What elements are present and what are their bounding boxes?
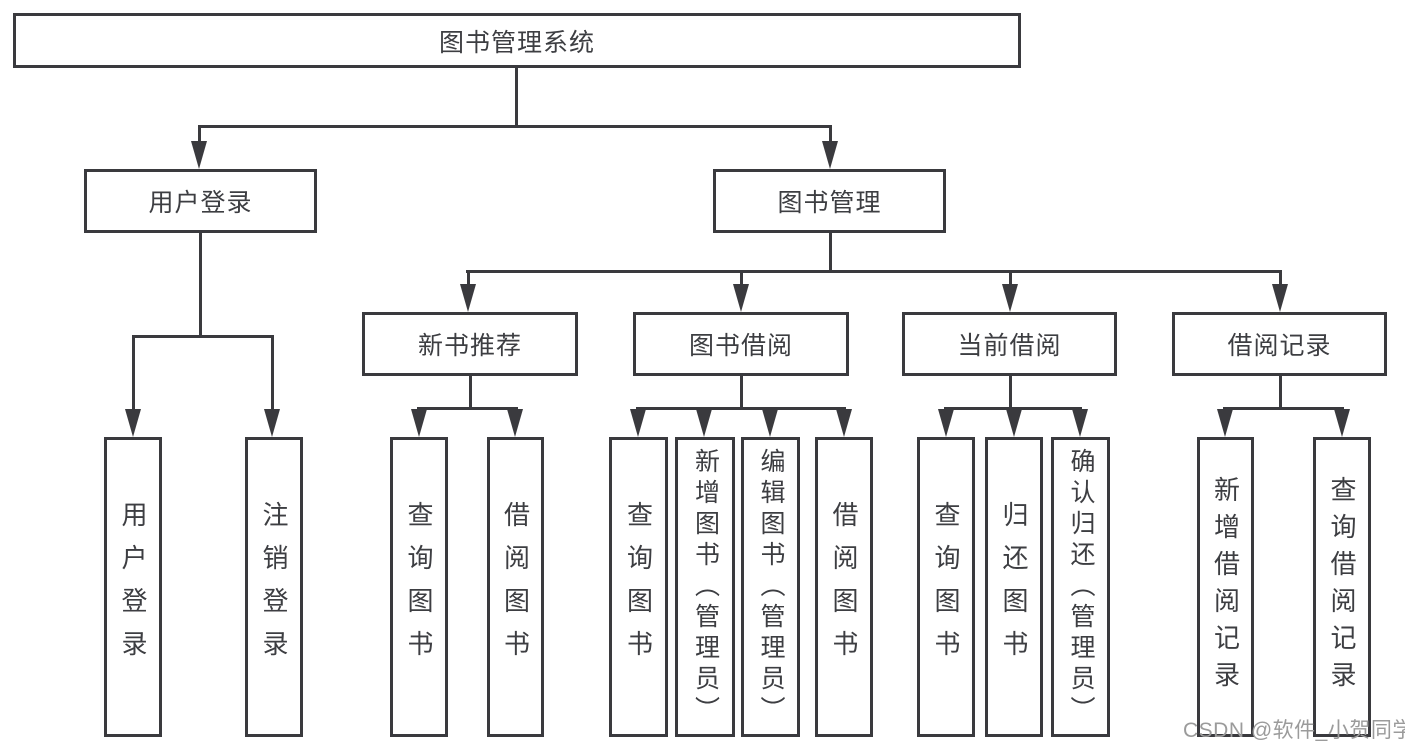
leaf-add-book-admin-label: 新增图书（管理员） bbox=[691, 447, 720, 727]
leaf-user-login: 用户登录 bbox=[104, 437, 162, 737]
node-library-system: 图书管理系统 bbox=[13, 13, 1021, 68]
node-library-system-label: 图书管理系统 bbox=[438, 28, 595, 57]
connector-l2-right-stem bbox=[829, 125, 832, 145]
connector-l3-bar bbox=[466, 270, 1282, 273]
connector-currentborrow-bar bbox=[944, 407, 1082, 410]
leaf-edit-book-admin: 编辑图书（管理员） bbox=[741, 437, 800, 737]
arrowhead-borrow-records bbox=[1272, 284, 1288, 312]
leaf-confirm-return-admin-label: 确认归还（管理员） bbox=[1067, 447, 1095, 727]
connector-l2-bar bbox=[198, 125, 832, 128]
connector-bookborrow-bar bbox=[636, 407, 846, 410]
node-current-borrow: 当前借阅 bbox=[902, 312, 1117, 376]
leaf-borrow-books-2: 借阅图书 bbox=[815, 437, 873, 737]
connector-currentborrow-stem bbox=[1009, 376, 1012, 409]
connector-userlogin-left-stem bbox=[132, 335, 135, 411]
connector-newbook-stem bbox=[469, 376, 472, 409]
arrowhead-query-books-2 bbox=[630, 409, 646, 437]
arrowhead-query-books-3 bbox=[938, 409, 954, 437]
leaf-query-borrow-record-label: 查询借阅记录 bbox=[1327, 476, 1357, 698]
arrowhead-book-borrow bbox=[733, 284, 749, 312]
node-borrow-records-label: 借阅记录 bbox=[1227, 332, 1332, 360]
node-new-book-recommend-label: 新书推荐 bbox=[417, 332, 522, 360]
leaf-borrow-books-2-label: 借阅图书 bbox=[829, 501, 859, 673]
connector-bookborrow-stem bbox=[740, 376, 743, 409]
node-user-login: 用户登录 bbox=[84, 169, 317, 233]
arrowhead-borrow-books-2 bbox=[836, 409, 852, 437]
arrowhead-query-books-1 bbox=[411, 409, 427, 437]
arrowhead-current-borrow bbox=[1002, 284, 1018, 312]
connector-l2-left-stem bbox=[198, 125, 201, 145]
node-borrow-records: 借阅记录 bbox=[1172, 312, 1387, 376]
leaf-logout: 注销登录 bbox=[245, 437, 303, 737]
connector-records-stem bbox=[1279, 376, 1282, 409]
node-new-book-recommend: 新书推荐 bbox=[362, 312, 578, 376]
arrowhead-edit-book bbox=[762, 409, 778, 437]
leaf-add-book-admin: 新增图书（管理员） bbox=[675, 437, 735, 737]
arrowhead-query-borrow-record bbox=[1334, 409, 1350, 437]
leaf-query-books-1: 查询图书 bbox=[390, 437, 448, 737]
arrowhead-borrow-books-1 bbox=[507, 409, 523, 437]
leaf-edit-book-admin-label: 编辑图书（管理员） bbox=[757, 447, 785, 727]
leaf-logout-label: 注销登录 bbox=[259, 501, 289, 673]
connector-userlogin-right-stem bbox=[271, 335, 274, 411]
leaf-borrow-books-1-label: 借阅图书 bbox=[500, 501, 531, 673]
connector-l3-stem-1 bbox=[467, 270, 470, 286]
leaf-query-books-1-label: 查询图书 bbox=[404, 501, 434, 673]
arrowhead-book-management bbox=[822, 141, 838, 169]
node-book-borrow: 图书借阅 bbox=[633, 312, 849, 376]
leaf-user-login-label: 用户登录 bbox=[118, 501, 148, 673]
leaf-query-books-3-label: 查询图书 bbox=[931, 501, 961, 673]
connector-userlogin-bar bbox=[132, 335, 274, 338]
leaf-query-books-2-label: 查询图书 bbox=[623, 501, 654, 673]
leaf-query-books-2: 查询图书 bbox=[609, 437, 668, 737]
node-book-borrow-label: 图书借阅 bbox=[688, 332, 793, 360]
arrowhead-return-book bbox=[1006, 409, 1022, 437]
node-current-borrow-label: 当前借阅 bbox=[957, 332, 1062, 360]
connector-newbook-bar bbox=[417, 407, 518, 410]
arrowhead-confirm-return bbox=[1072, 409, 1088, 437]
arrowhead-add-book bbox=[696, 409, 712, 437]
node-book-management-label: 图书管理 bbox=[777, 189, 882, 217]
connector-bookmgmt-stem bbox=[829, 233, 832, 273]
leaf-add-borrow-record: 新增借阅记录 bbox=[1197, 437, 1254, 737]
connector-root-stem bbox=[515, 68, 518, 127]
node-user-login-label: 用户登录 bbox=[148, 189, 253, 217]
arrowhead-leaf-logout bbox=[264, 409, 280, 437]
node-book-management: 图书管理 bbox=[713, 169, 946, 233]
csdn-watermark: CSDN @软件_小贺同学 bbox=[1183, 719, 1405, 742]
connector-records-bar bbox=[1223, 407, 1344, 410]
connector-l3-stem-3 bbox=[1009, 270, 1012, 286]
leaf-confirm-return-admin: 确认归还（管理员） bbox=[1051, 437, 1110, 737]
arrowhead-leaf-user-login bbox=[125, 409, 141, 437]
leaf-return-book-label: 归还图书 bbox=[999, 501, 1029, 673]
leaf-borrow-books-1: 借阅图书 bbox=[487, 437, 544, 737]
arrowhead-new-book bbox=[460, 284, 476, 312]
arrowhead-add-borrow-record bbox=[1217, 409, 1233, 437]
leaf-return-book: 归还图书 bbox=[985, 437, 1043, 737]
leaf-query-books-3: 查询图书 bbox=[917, 437, 975, 737]
leaf-add-borrow-record-label: 新增借阅记录 bbox=[1210, 476, 1241, 698]
leaf-query-borrow-record: 查询借阅记录 bbox=[1313, 437, 1371, 737]
connector-userlogin-stem bbox=[199, 233, 202, 337]
connector-l3-stem-4 bbox=[1279, 270, 1282, 286]
connector-l3-stem-2 bbox=[740, 270, 743, 286]
arrowhead-user-login bbox=[191, 141, 207, 169]
